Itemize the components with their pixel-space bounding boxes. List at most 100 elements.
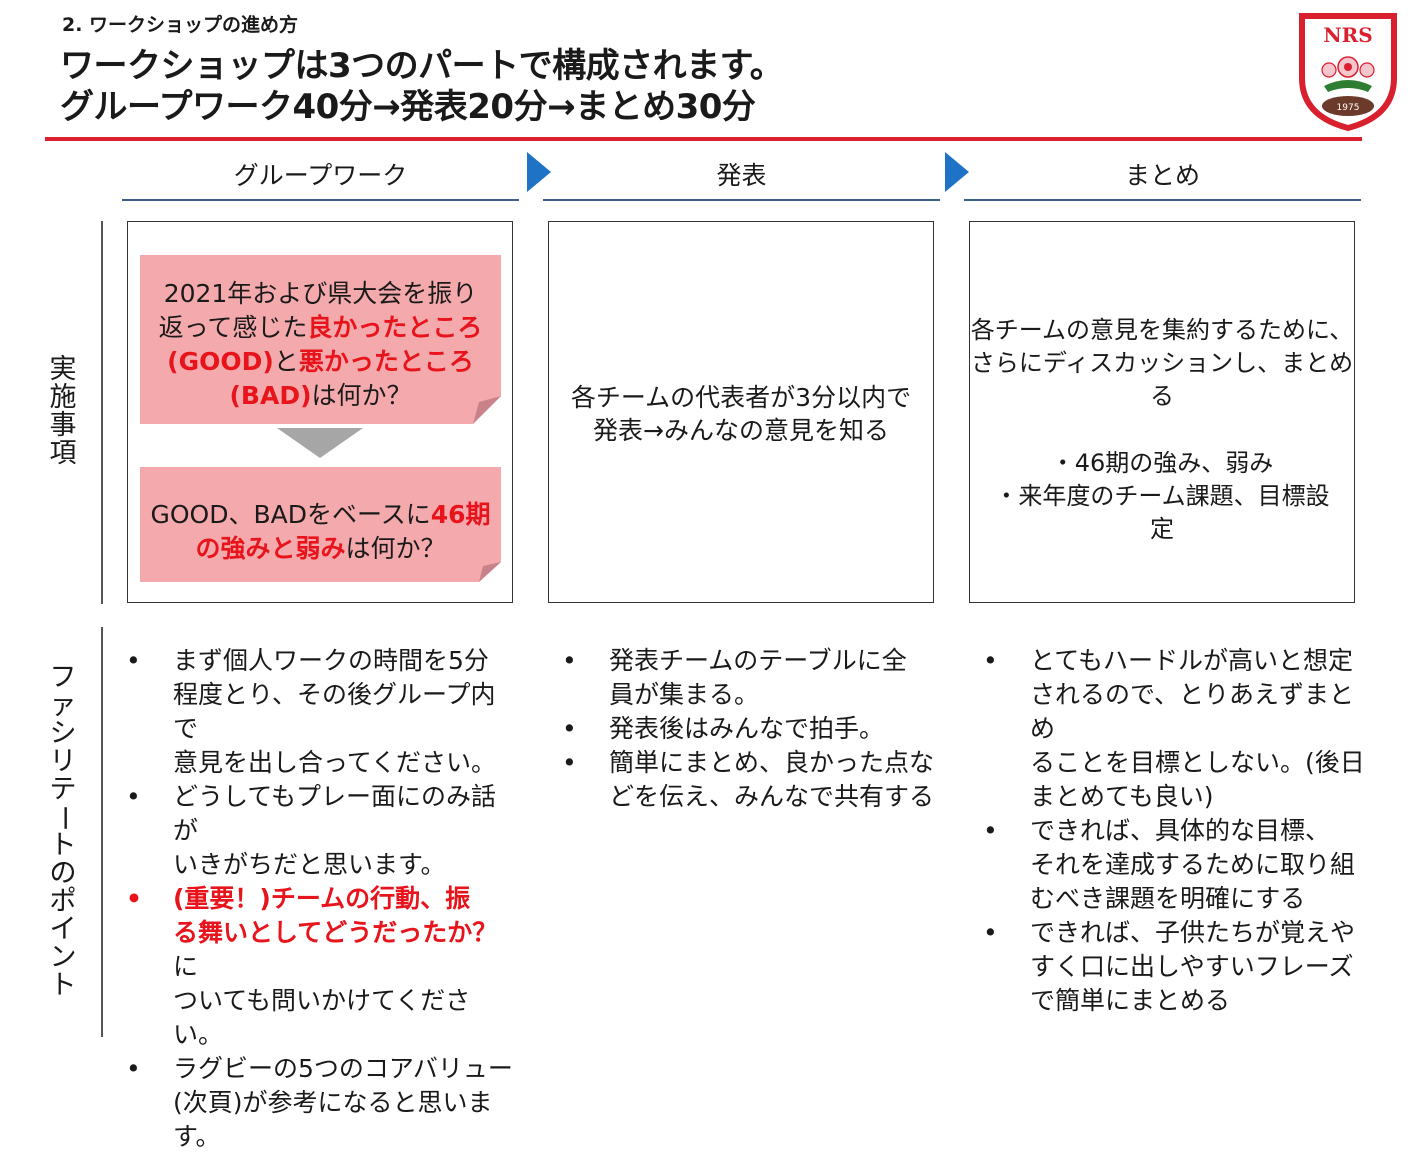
bullet: • (983, 918, 998, 947)
row-label-char: ァ (49, 690, 77, 721)
list-item: • できれば、具体的な目標、 それを達成するために取り組 むべき課題を明確にする (983, 814, 1373, 916)
facilitation-list-group-work: • まず個人ワークの時間を5分 程度とり、その後グループ内で 意見を出し合ってく… (126, 644, 516, 1154)
list-item: • まず個人ワークの時間を5分 程度とり、その後グループ内で 意見を出し合ってく… (126, 644, 516, 780)
list-line: いきがちだと思います。 (173, 850, 446, 879)
note-highlight: の強みと弱み (195, 534, 346, 563)
section-label: 2. ワークショップの進め方 (62, 14, 299, 36)
note-text: GOOD、BADをベースに (150, 500, 431, 529)
list-line: できれば、子供たちが覚えや (1030, 918, 1356, 947)
description-line: ・来年度のチーム課題、目標設 (994, 482, 1330, 510)
row-label-char: 実 (49, 354, 77, 385)
list-line: 員が集まる。 (609, 680, 760, 709)
column-underline (964, 199, 1361, 201)
title-line-1: ワークショップは3つのパートで構成されます。 (60, 46, 784, 86)
list-item: • とてもハードルが高いと想定 されるので、とりあえずまとめ ることを目標としな… (983, 644, 1373, 814)
list-line: むべき課題を明確にする (1030, 884, 1306, 913)
note-text: 返って感じた (158, 313, 308, 342)
list-line: とてもハードルが高いと想定 (1030, 646, 1354, 675)
row-divider (101, 221, 103, 604)
row-label-char: ン (49, 942, 77, 973)
list-item: • できれば、子供たちが覚えや すく口に出しやすいフレーズ で簡単にまとめる (983, 916, 1373, 1018)
list-line: されるので、とりあえずまとめ (1030, 680, 1355, 743)
note-fold-corner (479, 562, 501, 582)
list-line: それを達成するために取り組 (1030, 850, 1356, 879)
title-line-2: グループワーク40分→発表20分→まとめ30分 (60, 87, 756, 127)
row-label-char: リ (49, 746, 77, 777)
description-line: ・46期の強み、弱み (1050, 449, 1274, 477)
bullet: • (562, 748, 577, 777)
note-text: は何か？ (311, 381, 412, 410)
list-line: で簡単にまとめる (1030, 986, 1231, 1015)
row-label-char: 項 (49, 438, 77, 469)
list-item: • 発表チームのテーブルに全 員が集まる。 (562, 644, 942, 712)
note-fold-corner (473, 396, 501, 424)
list-line: (重要！)チームの行動、振 (173, 884, 471, 913)
bullet: • (126, 1054, 141, 1083)
list-line: ることを目標としない。(後日 (1030, 748, 1365, 777)
description-line: 定 (1150, 515, 1174, 543)
column-heading-group-work: グループワーク (233, 161, 408, 190)
description-line: 各チームの意見を集約するために、 (970, 316, 1354, 344)
row-divider (101, 627, 103, 1037)
facilitation-list-presentation: • 発表チームのテーブルに全 員が集まる。 • 発表後はみんなで拍手。 • 簡単… (562, 644, 942, 814)
logo-text: NRS (1323, 23, 1372, 47)
column-heading-presentation: 発表 (716, 161, 767, 190)
page-title: ワークショップは3つのパートで構成されます。 グループワーク40分→発表20分→… (60, 46, 784, 128)
list-line: 発表後はみんなで拍手。 (609, 714, 885, 743)
list-line: できれば、具体的な目標、 (1030, 816, 1331, 845)
column-heading-summary: まとめ (1124, 161, 1200, 190)
row-label-char: ト (49, 970, 77, 1001)
bullet: • (126, 884, 142, 913)
row-label-char: ー (48, 804, 79, 832)
bullet: • (983, 816, 998, 845)
sticky-note-question-2: GOOD、BADをベースに46期 の強みと弱みは何か？ (140, 467, 501, 582)
row-label-char: 施 (49, 382, 77, 413)
implementation-box-summary (969, 221, 1355, 603)
list-line: 発表チームのテーブルに全 (609, 646, 907, 675)
row-label-char: 事 (49, 410, 77, 441)
list-line: (次頁)が参考になると思いま (173, 1088, 493, 1117)
note-text: は何か？ (345, 534, 446, 563)
note-highlight: 46期 (430, 500, 491, 529)
note-text: 2021年および県大会を振り (163, 279, 478, 308)
description-line: さらにディスカッションし、まとめる (970, 349, 1354, 410)
note-highlight: (GOOD) (167, 347, 274, 376)
row-label-implementation: 実 施 事 項 (38, 356, 88, 468)
column-underline (543, 199, 940, 201)
description-line: 発表→みんなの意見を知る (593, 416, 889, 445)
list-line: 簡単にまとめ、良かった点な (609, 748, 935, 777)
implementation-box-presentation (548, 221, 934, 603)
bullet: • (562, 714, 577, 743)
bullet: • (983, 646, 998, 675)
note-text: と (273, 347, 299, 376)
row-label-char: テ (49, 774, 77, 805)
list-line: まず個人ワークの時間を5分 (173, 646, 489, 675)
list-line: どうしてもプレー面にのみ話が (173, 782, 497, 845)
row-label-facilitation: フ ァ シ リ テ ー ト の ポ イ ン ト (38, 664, 88, 1000)
list-line-highlight: る舞いとしてどうだったか？ (173, 918, 498, 947)
list-item-important: • (重要！)チームの行動、振 る舞いとしてどうだったか？ に ついても問いかけて… (126, 882, 516, 1052)
list-line: 程度とり、その後グループ内で (173, 680, 496, 743)
note-highlight: 良かったところ (307, 313, 483, 342)
list-line: ついても問いかけてください。 (173, 986, 471, 1049)
list-line: す。 (173, 1122, 221, 1151)
list-item: • 発表後はみんなで拍手。 (562, 712, 942, 746)
list-line: すく口に出しやすいフレーズ (1030, 952, 1354, 981)
bullet: • (562, 646, 577, 675)
row-label-char: ポ (49, 886, 77, 917)
presentation-description: 各チームの代表者が3分以内で 発表→みんなの意見を知る (548, 381, 934, 447)
bullet: • (126, 646, 141, 675)
row-label-char: ト (49, 830, 77, 861)
facilitation-list-summary: • とてもハードルが高いと想定 されるので、とりあえずまとめ ることを目標としな… (983, 644, 1373, 1018)
column-underline (122, 199, 519, 201)
title-divider (45, 137, 1362, 141)
note-highlight: 悪かったところ (298, 347, 474, 376)
list-line: に (173, 952, 199, 981)
arrow-right-icon (945, 152, 969, 192)
arrow-down-icon (277, 428, 363, 458)
row-label-char: イ (49, 914, 77, 945)
summary-description: 各チームの意見を集約するために、 さらにディスカッションし、まとめる ・46期の… (969, 314, 1355, 546)
list-line: まとめても良い) (1030, 782, 1214, 811)
list-item: • どうしてもプレー面にのみ話が いきがちだと思います。 (126, 780, 516, 882)
row-label-char: フ (49, 662, 77, 693)
